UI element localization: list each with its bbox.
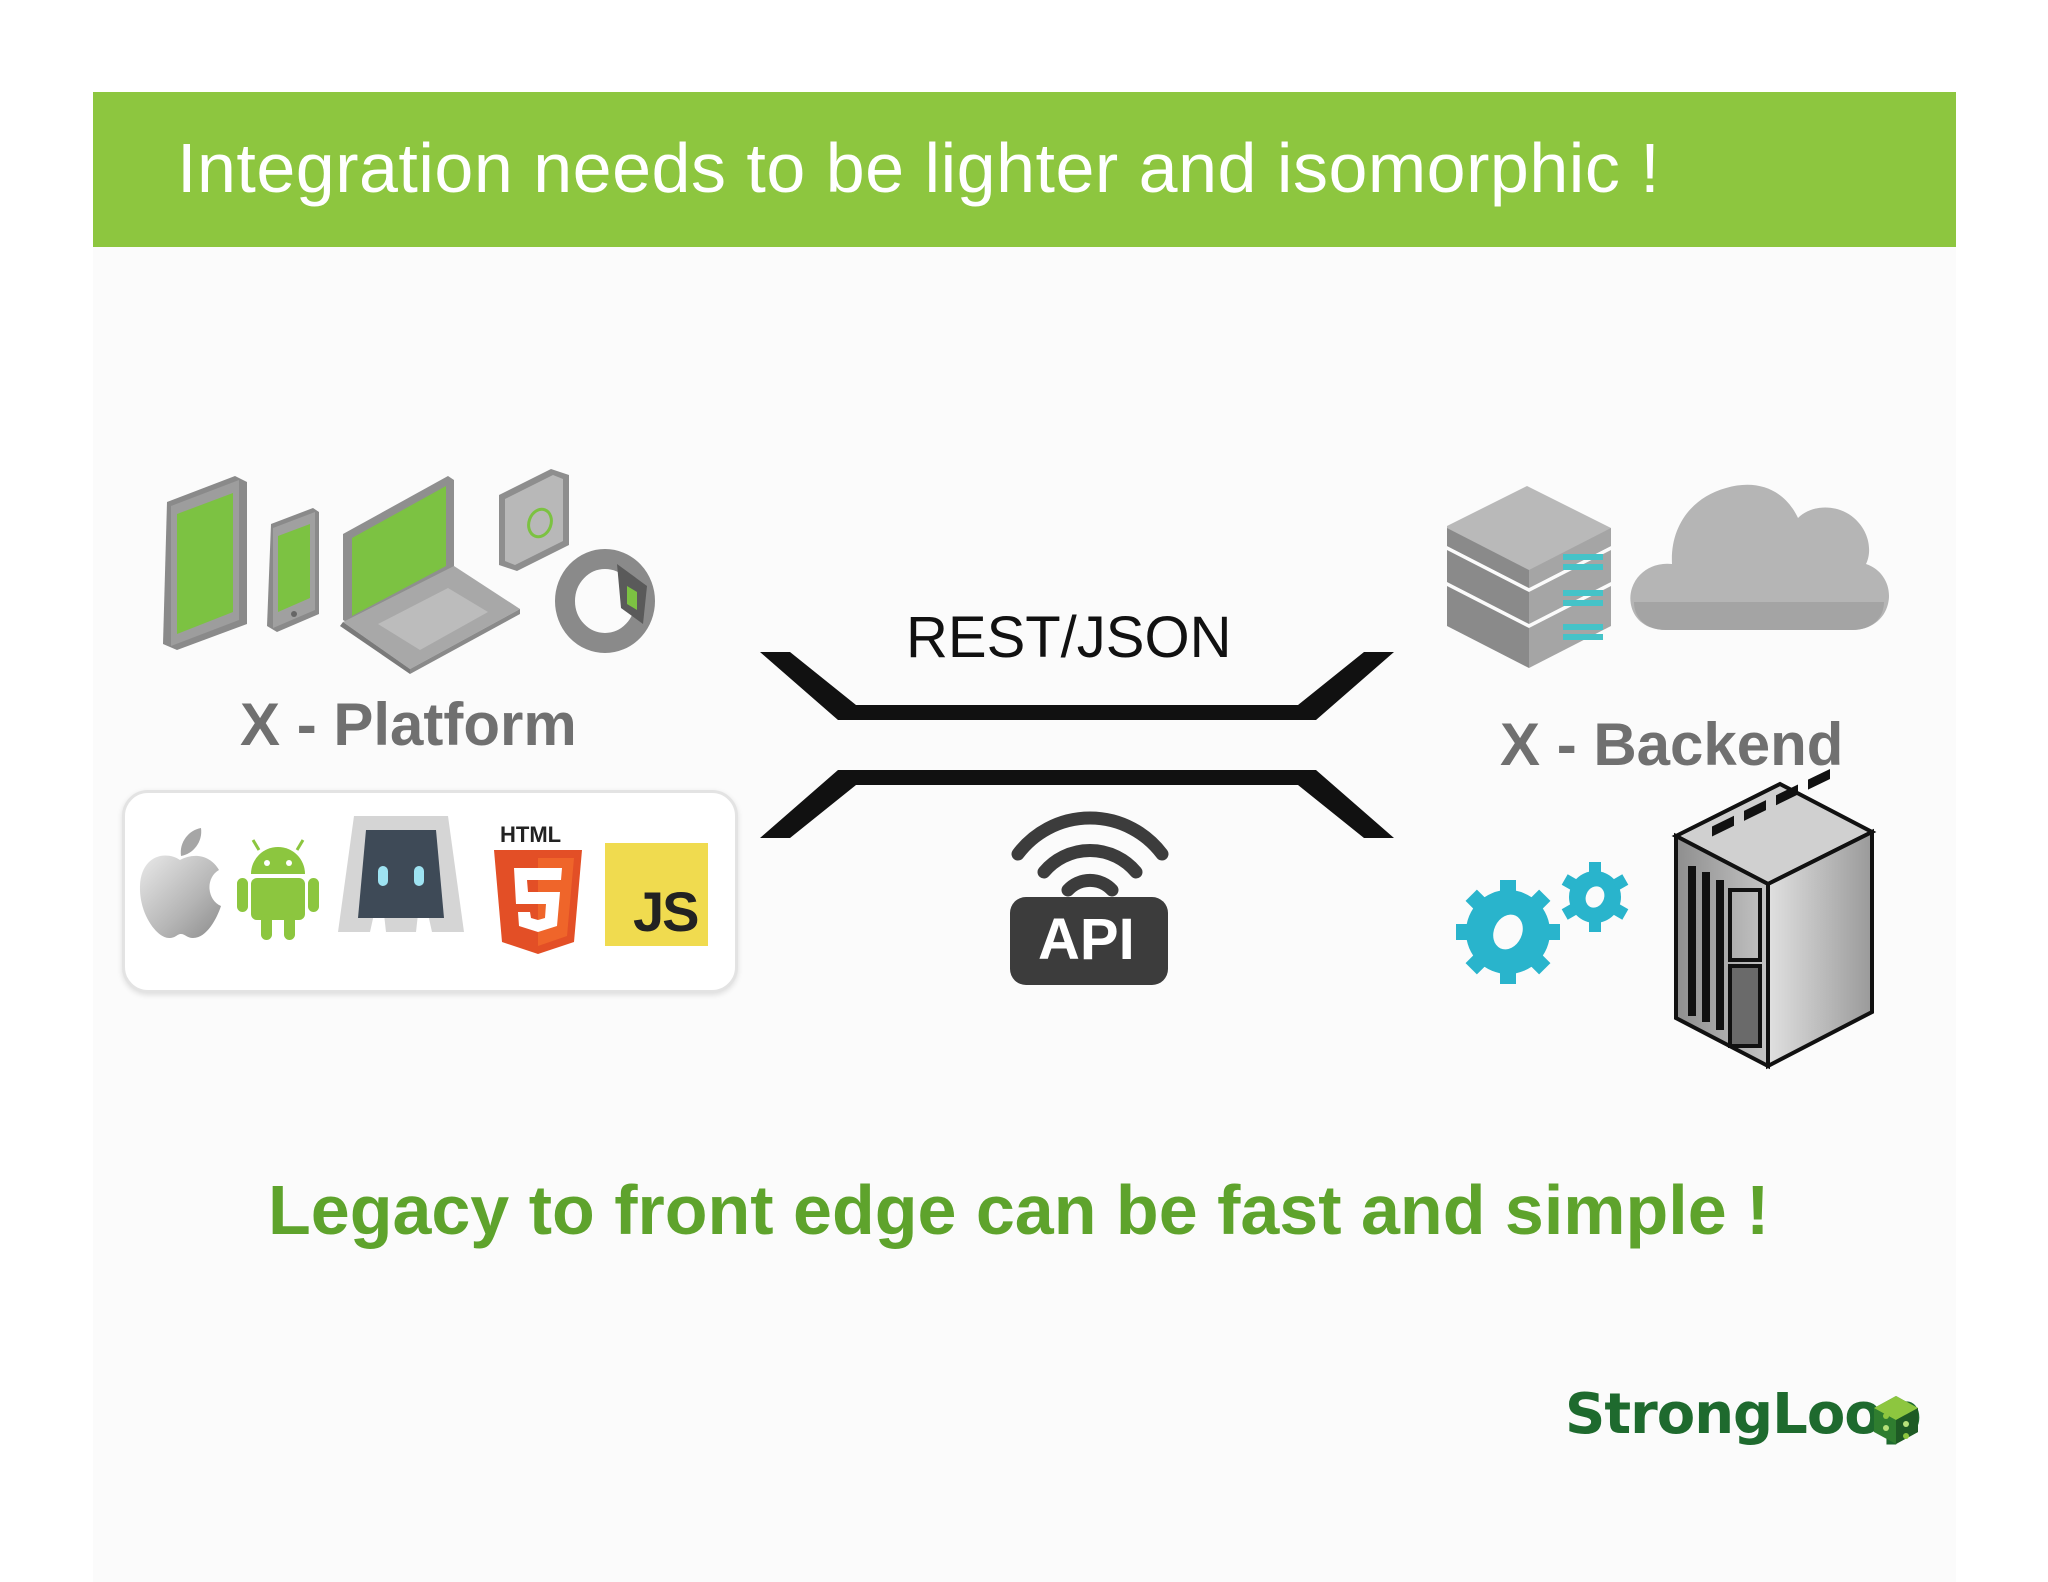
cordova-icon	[338, 816, 464, 932]
html5-label: HTML	[500, 822, 562, 847]
gears-icon	[1456, 862, 1629, 984]
phone-icon	[267, 508, 319, 632]
js-icon: JS	[605, 843, 708, 946]
mainframe-icon	[1671, 768, 1877, 1070]
api-badge	[1010, 897, 1168, 985]
tablet-icon	[163, 476, 247, 650]
server-rack-icon	[1447, 486, 1611, 668]
strongloop-logo: StrongLoop	[1565, 1382, 1922, 1447]
js-label: JS	[633, 880, 699, 943]
tagline: Legacy to front edge can be fast and sim…	[268, 1171, 1770, 1249]
api-label: API	[1038, 907, 1135, 972]
protocol-label: REST/JSON	[906, 605, 1232, 670]
strongloop-cube-icon	[1874, 1396, 1918, 1444]
platform-label: X - Platform	[240, 691, 577, 758]
laptop-icon	[340, 476, 520, 674]
title-bar: Integration needs to be lighter and isom…	[93, 92, 1956, 247]
apple-icon	[139, 828, 221, 938]
cloud-icon	[1630, 484, 1890, 630]
html5-icon	[494, 850, 582, 954]
slide-title: Integration needs to be lighter and isom…	[177, 129, 1661, 207]
android-icon	[237, 839, 319, 940]
connector-shape	[760, 652, 1394, 838]
backend-label: X - Backend	[1500, 711, 1844, 778]
watch-icon	[499, 469, 569, 571]
wifi-icon	[1011, 811, 1169, 897]
band-icon	[555, 549, 655, 653]
